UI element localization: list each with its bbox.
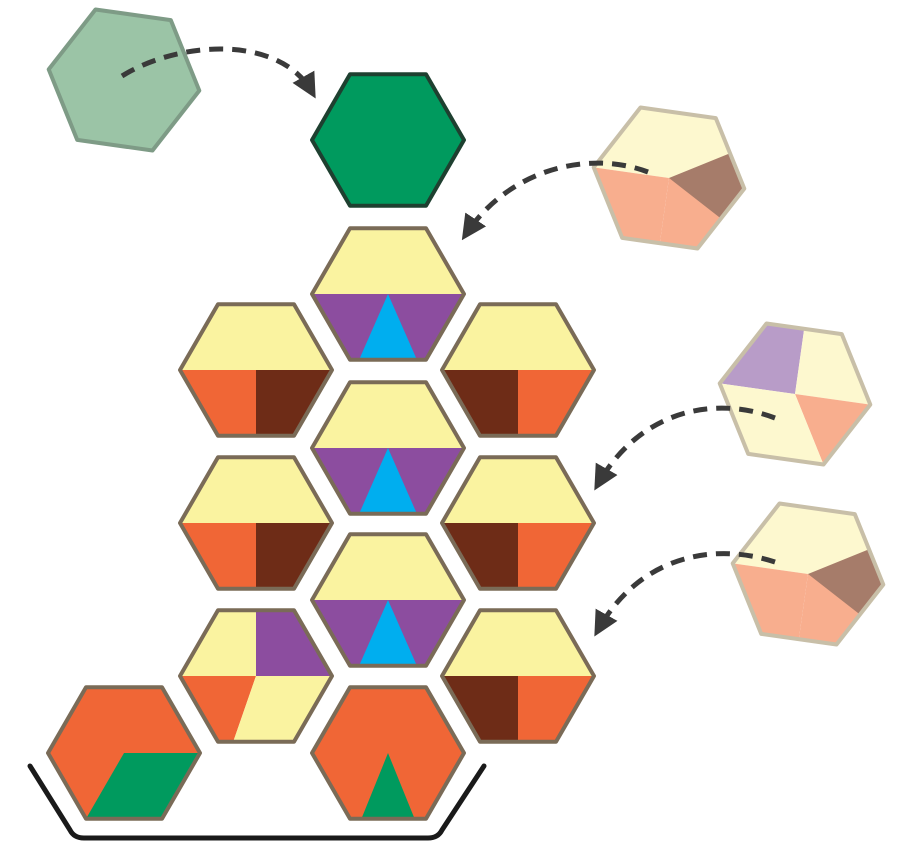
ghost-tile-salmon-2[interactable] [730, 501, 886, 647]
arrow-green-to-top [120, 46, 316, 99]
tile-center-1[interactable] [310, 226, 466, 362]
ghost-tile-lavender[interactable] [717, 321, 873, 467]
tile-bottom-center[interactable] [310, 685, 466, 821]
tile-bottom-left[interactable] [46, 685, 202, 821]
arrow-salmon-to-right-3 [594, 551, 776, 637]
ghost-tile-green[interactable] [46, 7, 202, 153]
tile-right-2[interactable] [440, 455, 596, 591]
tile-tray [27, 763, 487, 841]
tile-green-top[interactable] [310, 72, 466, 208]
tile-right-3[interactable] [440, 608, 596, 744]
tile-center-2[interactable] [310, 380, 466, 516]
tile-left-3[interactable] [178, 608, 334, 744]
tile-left-2[interactable] [178, 455, 334, 591]
tile-center-3[interactable] [310, 532, 466, 668]
arrow-salmon-to-center [461, 160, 649, 241]
tile-right-1[interactable] [440, 302, 596, 438]
arrow-lavender-to-right-2 [594, 405, 776, 491]
ghost-tile-salmon-1[interactable] [591, 105, 747, 251]
tile-left-1[interactable] [178, 302, 334, 438]
